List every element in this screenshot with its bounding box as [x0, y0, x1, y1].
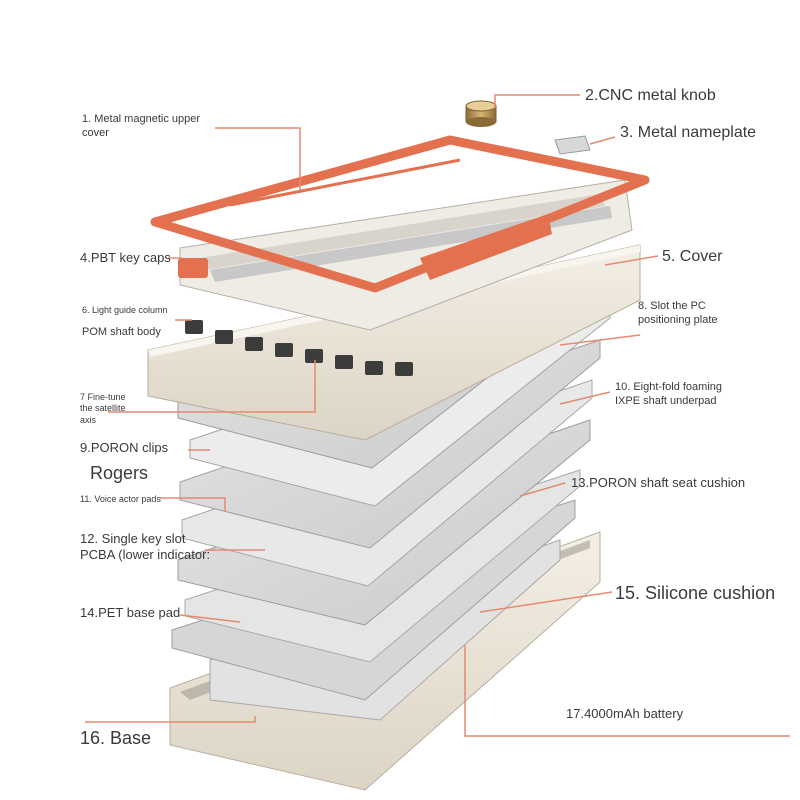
- label-voice-actor: 11. Voice actor pads: [80, 494, 161, 504]
- label-pet-pad: 14.PET base pad: [80, 605, 181, 620]
- cnc-knob: [465, 100, 497, 127]
- label-rogers: Rogers: [90, 463, 149, 483]
- label-cnc-knob: 2.CNC metal knob: [585, 87, 716, 104]
- switch-row: [185, 320, 413, 376]
- metal-nameplate: [554, 135, 591, 155]
- label-satellite-axis: 7 Fine-tune the satellite axis: [80, 392, 126, 425]
- label-silicone: 15. Silicone cushion: [615, 583, 776, 603]
- upper-cover-frame: [150, 135, 650, 293]
- label-upper-cover: 1. Metal magnetic upper cover: [82, 113, 201, 139]
- label-ixpe: 10. Eight-fold foaming IXPE shaft underp…: [615, 381, 723, 407]
- leader-lines: [85, 94, 790, 737]
- label-pom-shaft: POM shaft body: [82, 326, 161, 338]
- label-cover: 5. Cover: [662, 248, 723, 265]
- label-poron-clips: 9.PORON clips: [80, 440, 169, 455]
- label-keycaps: 4.PBT key caps: [80, 250, 171, 265]
- label-battery: 17.4000mAh battery: [566, 706, 684, 721]
- label-base: 16. Base: [80, 728, 152, 748]
- label-pcba: 12. Single key slot PCBA (lower indicato…: [80, 531, 211, 563]
- label-shaft-seat: 13.PORON shaft seat cushion: [571, 475, 746, 490]
- label-light-guide: 6. Light guide column: [82, 305, 168, 315]
- label-pc-plate: 8. Slot the PC positioning plate: [638, 300, 718, 326]
- keycaps-layer: [178, 179, 633, 331]
- label-nameplate: 3. Metal nameplate: [620, 124, 757, 141]
